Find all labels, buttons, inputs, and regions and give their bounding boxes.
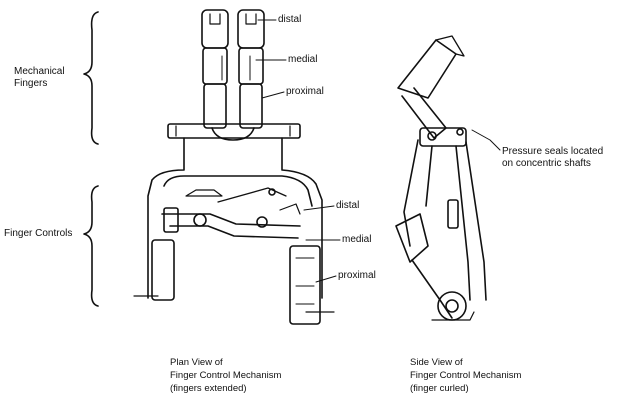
plan-fingers (167, 9, 301, 141)
side-view-caption-line-2: Finger Control Mechanism (410, 370, 522, 381)
control-proximal-label: proximal (338, 270, 376, 281)
mechanical-fingers-label: Mechanical Fingers (14, 66, 65, 90)
plan-view-caption-line-3: (fingers extended) (170, 383, 247, 394)
control-distal-label: distal (336, 200, 360, 211)
finger-proximal-label: proximal (286, 86, 324, 97)
side-view-mechanism (395, 35, 501, 321)
side-view-caption-line-1: Side View of (410, 357, 463, 368)
pressure-seals-label: Pressure seals located on concentric sha… (502, 146, 603, 170)
control-medial-label: medial (342, 234, 372, 245)
plan-view-caption: Plan View of Finger Control Mechanism (f… (170, 356, 281, 395)
mechanical-fingers-line-2: Fingers (14, 78, 48, 89)
mechanical-fingers-line-1: Mechanical (14, 66, 65, 77)
finger-medial-label: medial (288, 54, 318, 65)
finger-distal-label: distal (278, 14, 302, 25)
side-view-caption-line-3: (finger curled) (410, 383, 469, 394)
finger-controls-label: Finger Controls (4, 228, 73, 239)
plan-frame (133, 137, 335, 325)
pressure-seals-line-1: Pressure seals located (502, 146, 604, 157)
side-view-caption: Side View of Finger Control Mechanism (f… (410, 356, 521, 395)
plan-view-caption-line-2: Finger Control Mechanism (170, 370, 282, 381)
plan-view-caption-line-1: Plan View of (170, 357, 223, 368)
bracket-mechanical-fingers (83, 11, 99, 145)
bracket-finger-controls (83, 185, 99, 307)
plan-leaders (255, 19, 341, 283)
pressure-seals-line-2: on concentric shafts (502, 158, 591, 169)
